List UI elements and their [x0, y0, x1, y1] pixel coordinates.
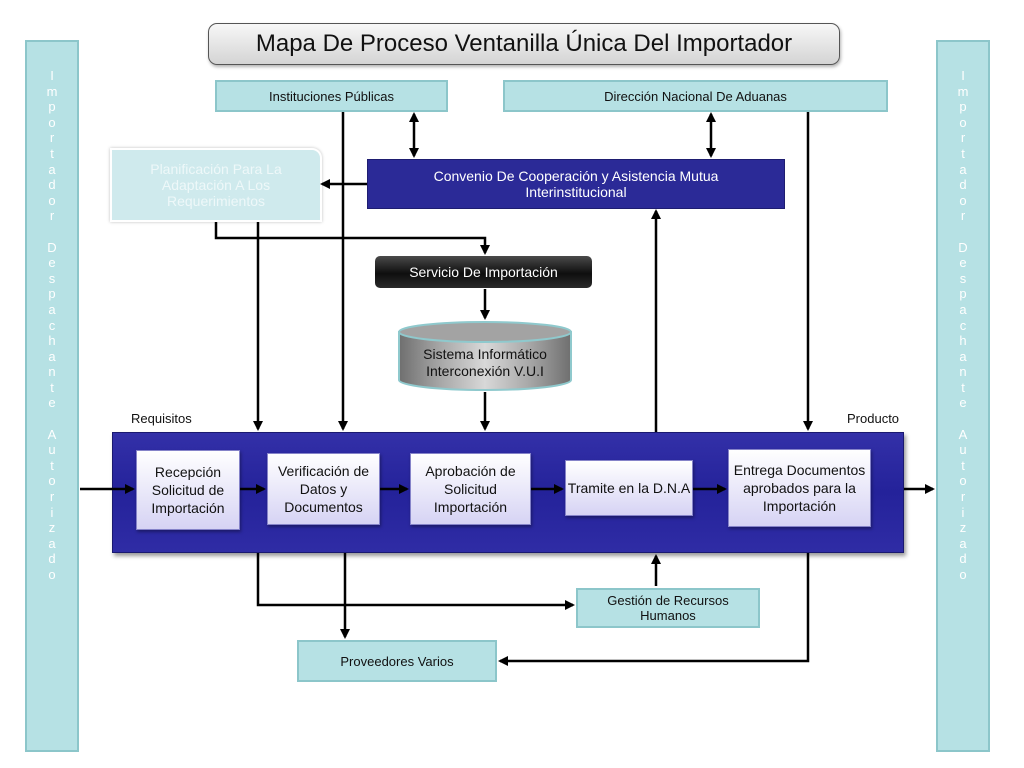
proveedores-node: Proveedores Varios	[297, 640, 497, 682]
right-side-bar: I m p o r t a d o r D e s p a c h a n t …	[936, 40, 990, 752]
left-side-bar: I m p o r t a d o r D e s p a c h a n t …	[25, 40, 79, 752]
diagram-title: Mapa De Proceso Ventanilla Única Del Imp…	[208, 23, 840, 65]
sistema-informatico-node: Sistema Informático Interconexión V.U.I	[423, 346, 547, 379]
producto-label: Producto	[847, 411, 900, 426]
step-tramite: Tramite en la D.N.A	[565, 460, 693, 516]
step-entrega: Entrega Documentos aprobados para la Imp…	[728, 449, 871, 527]
gestion-recursos-node: Gestión de Recursos Humanos	[576, 588, 760, 628]
step-verificacion: Verificación de Datos y Documentos	[267, 453, 380, 525]
direccion-nacional-aduanas-node: Dirección Nacional De Aduanas	[503, 80, 888, 112]
servicio-importacion-node: Servicio De Importación	[375, 256, 592, 288]
planificacion-node: Planificación Para La Adaptación A Los R…	[110, 148, 322, 222]
requisitos-label: Requisitos	[131, 411, 192, 426]
step-recepcion: Recepción Solicitud de Importación	[136, 450, 240, 530]
convenio-node: Convenio De Cooperación y Asistencia Mut…	[367, 159, 785, 209]
step-aprobacion: Aprobación de Solicitud Importación	[410, 453, 531, 525]
instituciones-publicas-node: Instituciones Públicas	[215, 80, 448, 112]
